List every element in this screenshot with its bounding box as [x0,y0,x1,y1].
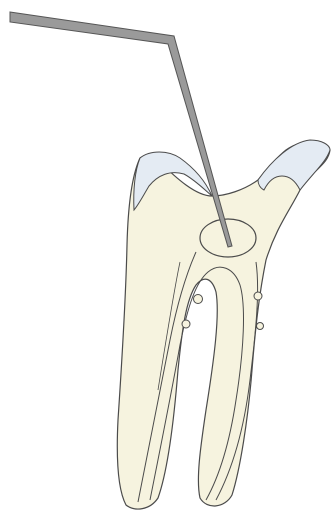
canal-orifice-left-upper [194,295,203,304]
tooth-crown-and-roots [117,143,330,510]
canal-orifice-left-lower [182,320,190,328]
canal-orifice-right-upper [254,292,262,300]
canal-orifice-right-lower [257,323,264,330]
